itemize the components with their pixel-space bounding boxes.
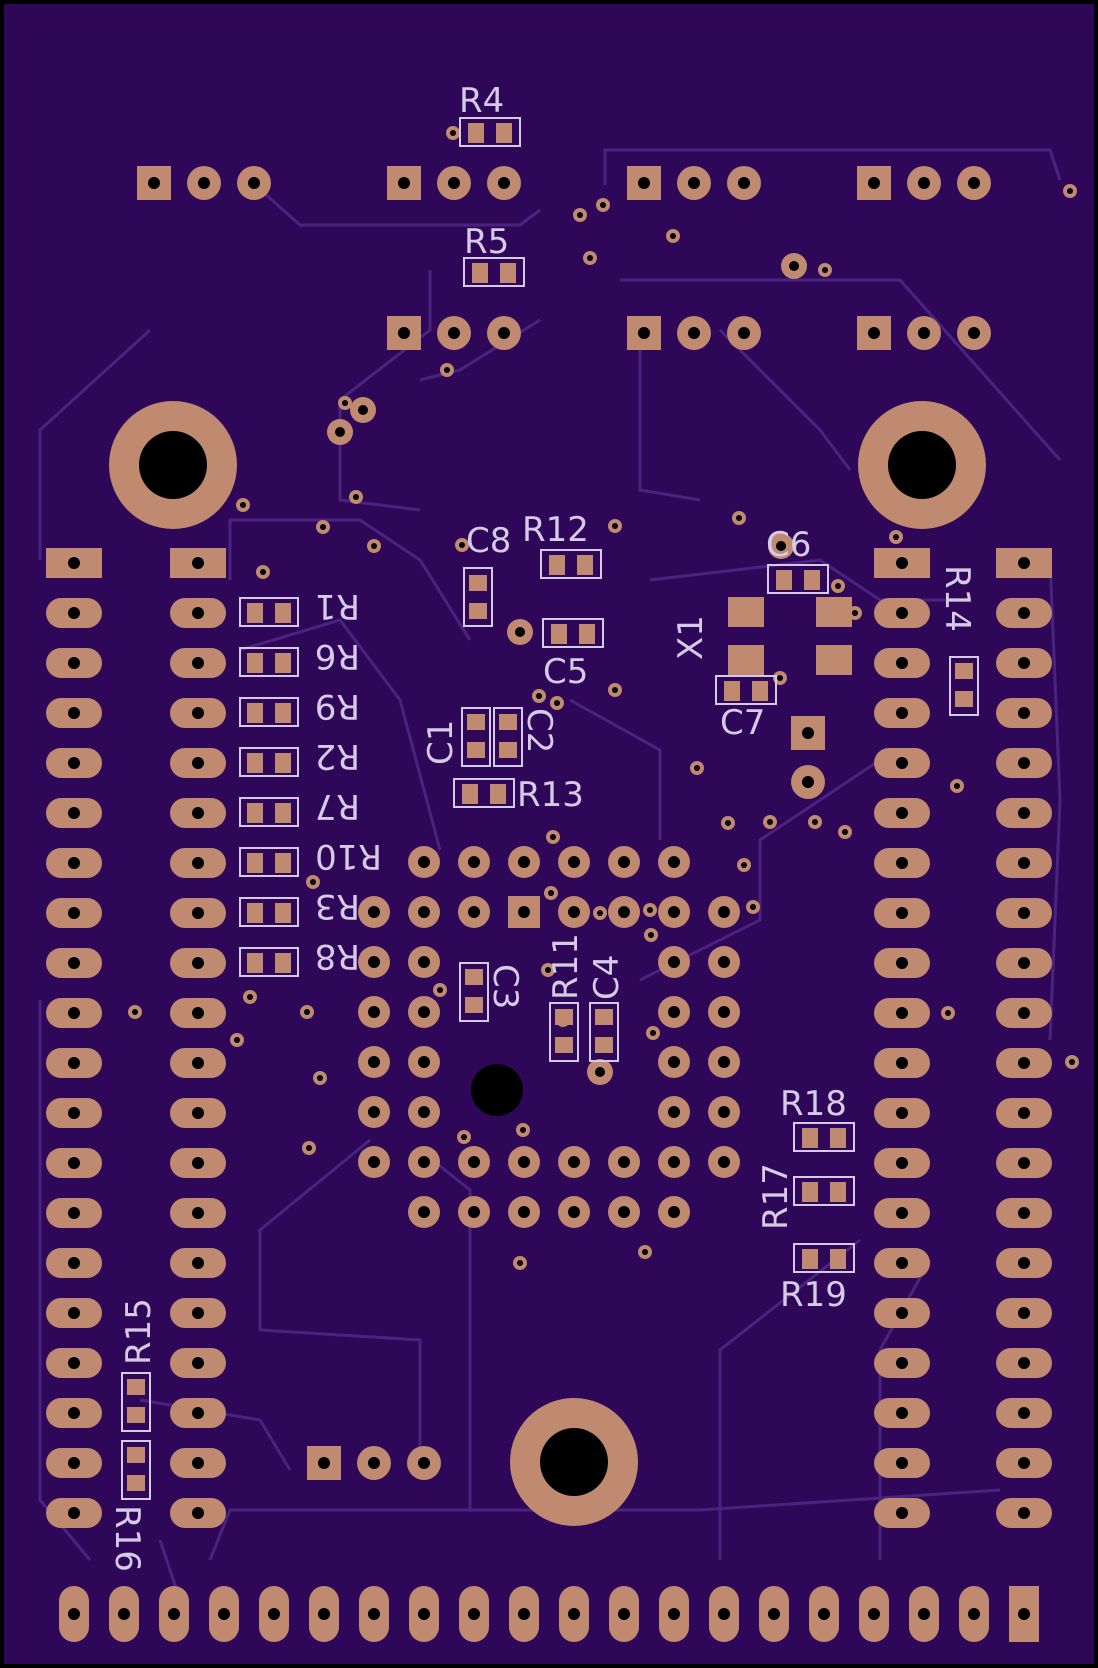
label-r7: R7 [315, 786, 360, 826]
long-headers [46, 548, 1052, 1642]
label-r3: R3 [315, 886, 360, 926]
label-r2: R2 [315, 736, 360, 776]
label-r15: R15 [119, 1298, 159, 1365]
label-r9: R9 [315, 686, 360, 726]
label-r5: R5 [464, 222, 509, 262]
label-r11: R11 [546, 933, 586, 1000]
label-r1: R1 [315, 586, 360, 626]
vias [128, 126, 1079, 1270]
label-r6: R6 [315, 636, 360, 676]
center-hole [471, 1064, 523, 1116]
header-top-4 [857, 166, 991, 200]
label-r16: R16 [107, 1505, 147, 1572]
mounting-holes [109, 401, 986, 1526]
header-mid-2 [627, 316, 761, 350]
label-c1: C1 [421, 720, 461, 765]
label-r18: R18 [780, 1084, 847, 1124]
label-r10: R10 [315, 836, 382, 876]
pga-socket [358, 846, 740, 1228]
label-c2: C2 [519, 708, 559, 753]
label-c8: C8 [466, 521, 511, 561]
label-r13: R13 [517, 775, 584, 815]
label-r19: R19 [780, 1275, 847, 1315]
label-r14: R14 [937, 565, 977, 632]
label-c7: C7 [720, 703, 765, 743]
label-c5: C5 [543, 652, 588, 692]
header-top-2 [387, 166, 521, 200]
header-mid-3 [857, 316, 991, 350]
header-mid-1 [387, 316, 521, 350]
silkscreen-labels: R4 R5 C8 R12 C5 R13 C6 C7 R18 R19 C1 C2 … [107, 81, 977, 1572]
header-top-3 [627, 166, 761, 200]
label-x1: X1 [671, 615, 711, 660]
label-c4: C4 [587, 955, 627, 1000]
three-pin-headers [137, 166, 991, 1480]
label-r4: R4 [459, 81, 504, 121]
label-r8: R8 [315, 936, 360, 976]
label-c6: C6 [766, 525, 811, 565]
label-c3: C3 [485, 964, 525, 1009]
header-bottom [307, 1446, 441, 1480]
header-x1-side [791, 716, 825, 799]
header-top-1 [137, 166, 271, 200]
label-r12: R12 [522, 510, 589, 550]
label-r17: R17 [756, 1163, 796, 1230]
smd-components [121, 117, 979, 1500]
